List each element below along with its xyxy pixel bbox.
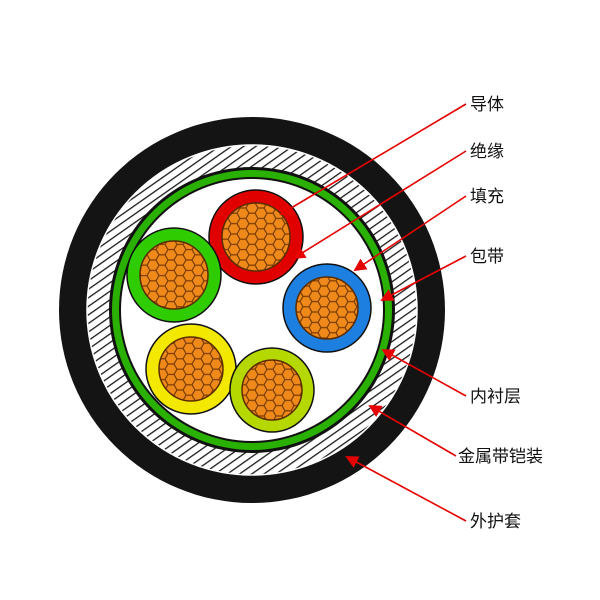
leader-lines — [279, 103, 467, 522]
leader-line-insulation — [292, 150, 467, 260]
core-green-conductor — [139, 240, 209, 310]
label-filler: 填充 — [470, 187, 504, 207]
labels: 导体 绝缘 填充 包带 内衬层 金属带铠装 外护套 — [458, 95, 543, 532]
label-binding-tape: 包带 — [470, 247, 504, 267]
core-yellow-conductor — [158, 336, 224, 402]
label-insulation: 绝缘 — [470, 142, 504, 162]
core-red — [208, 189, 304, 285]
core-yellowgreen — [229, 347, 315, 433]
label-conductor: 导体 — [470, 95, 504, 115]
core-blue — [282, 263, 372, 353]
core-red-conductor — [221, 202, 291, 272]
leader-line-conductor — [279, 103, 467, 215]
leader-line-outer-sheath — [345, 456, 467, 522]
label-inner-liner: 内衬层 — [470, 387, 521, 407]
label-outer-sheath: 外护套 — [470, 512, 521, 532]
core-yellowgreen-conductor — [241, 359, 303, 421]
leader-line-filler — [353, 195, 467, 272]
label-metal-tape-armor: 金属带铠装 — [458, 447, 543, 467]
core-yellow — [145, 323, 237, 415]
leader-line-inner-liner — [381, 349, 467, 397]
leader-line-metal-tape-armor — [368, 405, 457, 457]
core-blue-conductor — [295, 276, 359, 340]
core-green — [126, 227, 222, 323]
leader-line-binding-tape — [380, 255, 467, 301]
